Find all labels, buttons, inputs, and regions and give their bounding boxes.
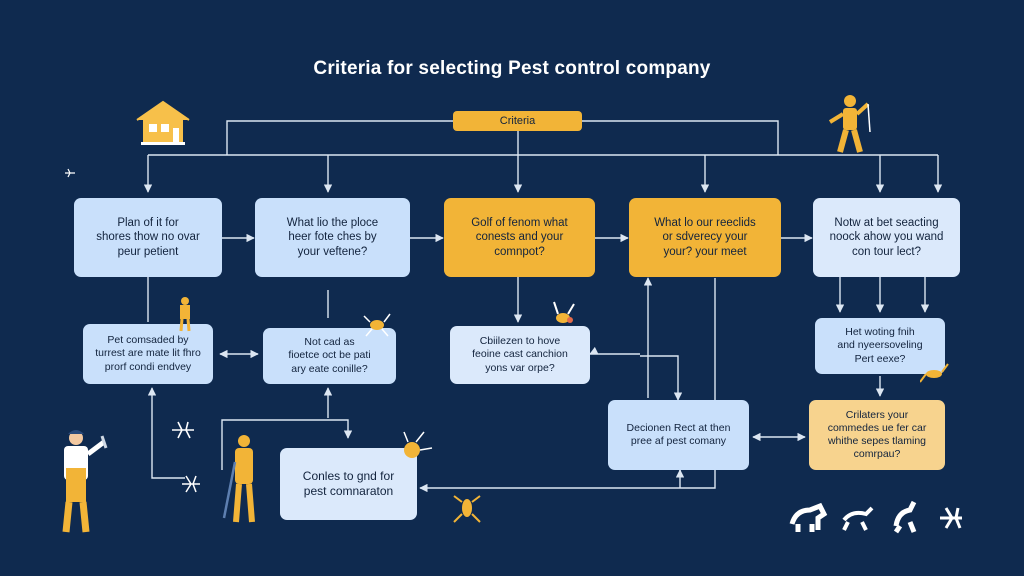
criteria-node-1: Plan of it for shores thow no ovar peur … — [74, 198, 222, 277]
pest-icon — [553, 301, 575, 323]
pest-icon — [182, 475, 200, 493]
pest-icon — [403, 431, 433, 458]
pest-icon — [172, 421, 194, 439]
criteria-node-6: Pet comsaded by turrest are mate lit fhr… — [83, 324, 213, 384]
criteria-node-9: Het woting fnih and nyeersoveling Pert e… — [815, 318, 945, 374]
criteria-node-7: Not cad as fioetce oct be pati ary eate … — [263, 328, 396, 384]
criteria-node-5: Notw at bet seacting noock ahow you wand… — [813, 198, 960, 277]
worker-icon — [62, 430, 108, 533]
criteria-hub: Criteria — [453, 111, 582, 131]
diagram-title: Criteria for selecting Pest control comp… — [313, 58, 711, 79]
pest-icon — [65, 168, 75, 178]
criteria-node-4: What lo our reeclids or sdverecy your yo… — [629, 198, 781, 277]
criteria-node-2: What lio the ploce heer fote ches by you… — [255, 198, 410, 277]
house-icon — [136, 100, 190, 145]
criteria-node-12: Conles to gnd for pest comnaraton — [280, 448, 417, 520]
worker-icon — [222, 435, 255, 523]
pest-icon — [363, 313, 391, 337]
criteria-node-3: Golf of fenom what conests and your comn… — [444, 198, 595, 277]
criteria-node-8: Cbiilezen to hove feoine cast canchion y… — [450, 326, 590, 384]
pest-icon — [453, 495, 481, 523]
animal-silhouette-icon — [789, 500, 962, 534]
pest-icon — [920, 363, 949, 383]
criteria-node-11: Crilaters your commedes ue fer car whith… — [809, 400, 945, 470]
sprayer-worker-icon — [828, 95, 871, 153]
criteria-node-10: Decionen Rect at then pree af pest coman… — [608, 400, 749, 470]
worker-icon — [179, 297, 191, 332]
